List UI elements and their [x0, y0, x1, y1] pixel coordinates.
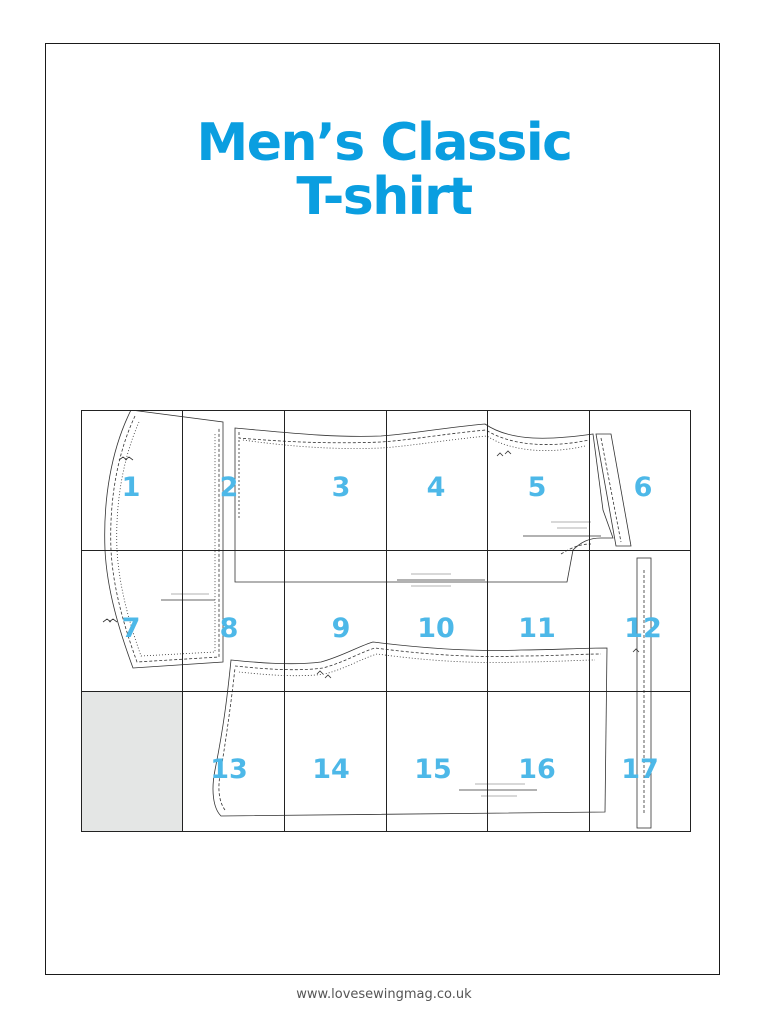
back-body-piece [234, 423, 614, 583]
tile-number: 8 [219, 613, 239, 644]
title-line-2: T-shirt [296, 167, 473, 227]
pattern-tile-grid: 1 2 3 4 5 6 7 8 9 10 11 12 13 14 15 16 1… [81, 410, 691, 832]
front-body-piece [212, 641, 608, 817]
side-strip-piece [595, 433, 632, 547]
tile-number: 14 [312, 754, 350, 785]
tile-number: 7 [121, 613, 141, 644]
tile-number: 2 [219, 472, 239, 503]
page-title: Men’s Classic T-shirt [0, 116, 768, 224]
tile-number: 16 [518, 754, 556, 785]
tile-number: 13 [210, 754, 248, 785]
tile-number: 17 [621, 754, 659, 785]
footer-url[interactable]: www.lovesewingmag.co.uk [296, 987, 472, 1002]
tile-number: 1 [121, 472, 141, 503]
page-frame [45, 43, 720, 975]
empty-tile [81, 692, 182, 832]
tile-number: 10 [417, 613, 455, 644]
tile-number: 3 [331, 472, 351, 503]
tile-number: 12 [624, 613, 662, 644]
pattern-drawing [81, 410, 691, 832]
tile-number: 15 [414, 754, 452, 785]
tile-number: 4 [426, 472, 446, 503]
neckband-piece [636, 557, 652, 829]
tile-number: 5 [527, 472, 547, 503]
tile-number: 11 [518, 613, 556, 644]
tile-number: 6 [633, 472, 653, 503]
tile-number: 9 [331, 613, 351, 644]
title-line-1: Men’s Classic [196, 113, 573, 173]
